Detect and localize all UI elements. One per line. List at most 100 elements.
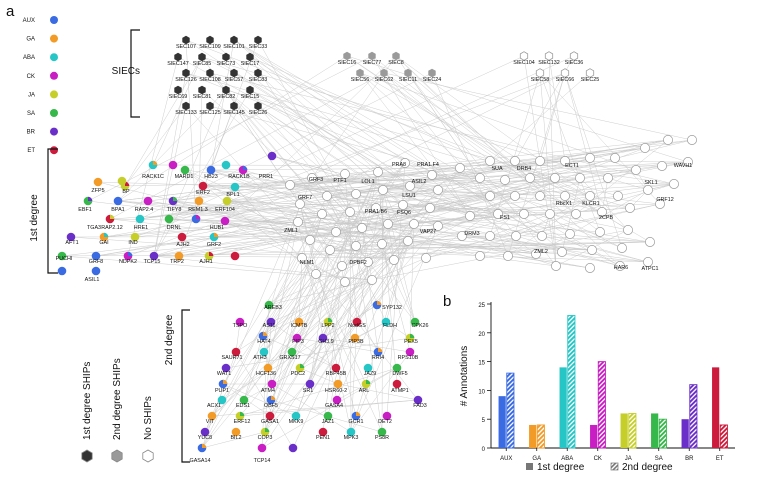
network-edge [262,231,337,337]
network-edge [226,200,299,223]
network-edge [344,139,669,175]
siec-node-dark [206,68,214,78]
network-edge [268,227,363,306]
center-node [433,221,443,231]
first-degree-node [177,232,187,242]
second-degree-node [350,333,360,343]
second-degree-label: SAUR71 [222,355,243,361]
panel-label-b: b [443,293,451,310]
center-node-label: GRF7 [298,195,312,201]
first-degree-label: AFT1 [65,240,78,246]
second-degree-label: LPP2 [321,323,334,329]
legend-dot-aux [50,16,58,24]
first-degree-node-sector [153,160,158,165]
siec-node-dark [198,85,206,95]
network-edge [371,55,517,237]
siec-label: SIEC126 [175,77,197,83]
legend-label-ck: CK [27,74,35,80]
network-edge [292,279,373,449]
second-degree-node [263,363,273,373]
network-edge [461,235,557,267]
second-degree-label: ERF12 [234,419,251,425]
first-degree-label: ZFP5 [91,188,104,194]
siec-label: SIEC57 [225,77,244,83]
center-node [340,169,350,179]
first-degree-label: REM1.3 [188,207,207,213]
center-node [295,199,305,209]
bar-second-degree-ck [597,361,606,449]
second-degree-node-sector [377,300,382,305]
network-edge [322,171,379,339]
center-node [305,235,315,245]
center-node-label: RbcX1 [556,201,572,207]
network-edge [315,273,367,385]
siec-label: SIEC83 [249,77,268,83]
center-node [617,243,627,253]
siec-label: SIEC33 [249,44,268,50]
network-edge [95,211,351,257]
center-node [525,173,535,183]
bar-second-degree-aba [567,315,576,449]
siec-label: SIEC145 [223,110,245,116]
second-degree-node [264,300,274,310]
siec-label: SIEC81 [193,94,212,100]
network-edge [356,321,419,401]
second-degree-node [305,379,315,389]
second-degree-label: GH3.9 [318,339,334,345]
second-degree-label: 2nd degree [164,314,175,365]
network-edge [172,200,311,241]
center-node [357,223,367,233]
first-degree-label: IND [128,240,137,246]
second-degree-label: TCP14 [254,458,271,464]
y-tick-label: 25 [478,303,485,309]
network-edge [601,177,609,213]
network-edge [224,55,397,222]
second-degree-node-sector [378,347,383,352]
first-degree-label: PUCHI [56,256,73,262]
siec-node-dark [246,85,254,95]
bar-second-degree-ga [536,424,545,449]
network-edge [257,72,384,191]
first-degree-label: BPL1 [226,192,239,198]
center-node-label: HAR6 [614,265,628,271]
siec-node-dark [222,52,230,62]
legend-label-ga: GA [26,37,35,43]
x-tick-label: ET [716,456,724,462]
second-degree-node [235,317,245,327]
network-edge [355,160,566,195]
second-degree-label: WAT1 [217,371,231,377]
second-degree-label: JAZ1 [322,419,335,425]
network-edge [337,337,356,385]
network-edge [185,105,346,283]
network-edge [329,249,649,263]
center-node [640,143,650,153]
x-tick-label: AUX [500,456,512,462]
second-degree-label: TSPO [233,323,248,329]
network-edge [201,431,266,449]
second-degree-node [410,317,420,327]
first-degree-label: AJH1 [199,259,212,265]
network-edge [184,169,343,267]
network-edge [291,171,379,353]
first-degree-node [194,196,204,206]
legend-dot-et [50,146,58,155]
center-node [537,231,547,241]
network-edge [309,261,369,385]
center-node [687,135,697,145]
center-node [585,191,595,201]
center-node [400,158,410,168]
bar-first-degree-br [681,419,689,448]
first-degree-node-sector [209,251,214,256]
second-degree-label: ICMTB [291,323,308,329]
network-edge [381,243,411,353]
network-edge [393,203,661,261]
center-node [311,269,321,279]
first-degree-label: PRR1 [259,174,273,180]
center-node [550,173,560,183]
legend-dot-aba [50,53,58,62]
first-degree-node-sector [125,181,130,186]
first-degree-node-sector [104,232,109,237]
first-degree-bracket [47,148,58,274]
network-edge [382,189,649,263]
